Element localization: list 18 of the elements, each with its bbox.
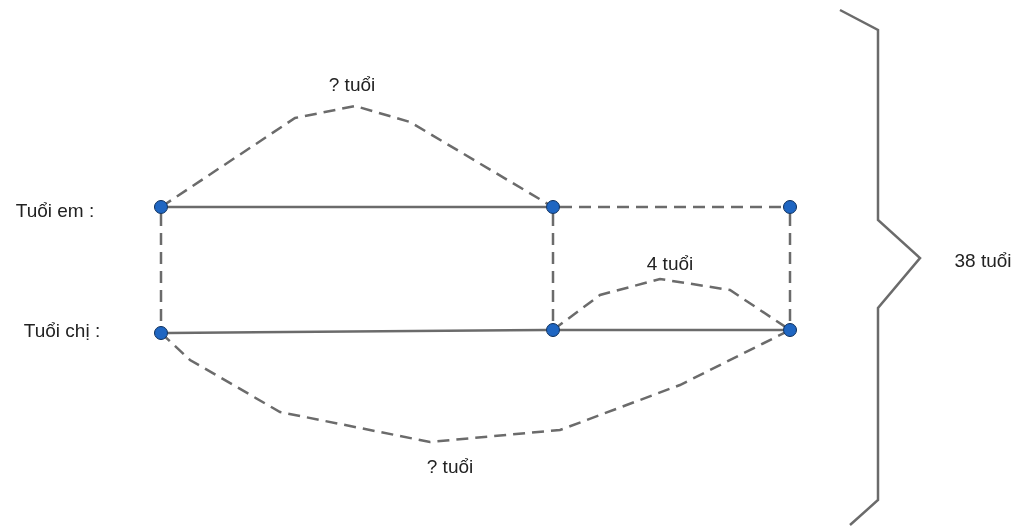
point-marker <box>783 323 797 337</box>
point-marker <box>783 200 797 214</box>
segment-label: ? tuổi <box>426 456 474 476</box>
dashed-line <box>788 214 792 323</box>
segment-line <box>168 328 546 335</box>
point-marker <box>546 200 560 214</box>
point-marker <box>546 323 560 337</box>
dashed-line <box>560 205 783 209</box>
point-marker <box>154 200 168 214</box>
segment-line <box>168 205 546 209</box>
segment-label: ? tuổi <box>328 74 376 94</box>
segment-label: Tuổi em : <box>15 200 95 220</box>
point-marker <box>154 326 168 340</box>
segment-label: 38 tuổi <box>954 250 1012 270</box>
segment-label: Tuổi chị : <box>23 320 101 340</box>
segment-line <box>560 328 783 332</box>
segment-label: 4 tuổi <box>646 253 694 273</box>
dashed-line <box>551 214 555 323</box>
